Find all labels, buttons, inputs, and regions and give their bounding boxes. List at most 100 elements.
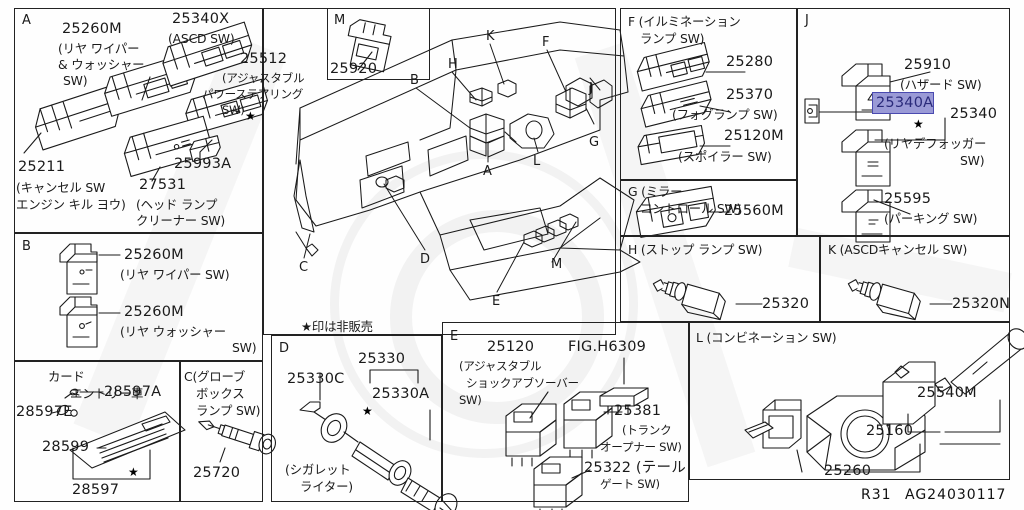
callout-F: F: [542, 35, 550, 50]
label-a-25512: 25512: [240, 51, 288, 67]
callout-B: B: [410, 73, 419, 88]
callout-K: K: [486, 29, 495, 44]
label-card-28597e: 28597E: [16, 404, 73, 420]
label-j-25910-j: (ハザード SW): [900, 77, 982, 92]
note-star-non-sale: ★印は非販売: [301, 319, 373, 334]
label-card-28597a: 28597A: [104, 384, 162, 400]
star-marker-j: ★: [913, 117, 924, 131]
label-a-25211-j2: エンジン キル ヨウ): [16, 197, 126, 212]
label-j-25595-j: (パーキング SW): [884, 211, 978, 226]
callout-M: M: [551, 257, 563, 272]
label-l-25540m: 25540M: [917, 385, 977, 401]
label-b-25260m-1j: (リヤ ワイパー SW): [120, 267, 230, 282]
callout-G: G: [589, 135, 600, 150]
label-k-j: K (ASCDキャンセル SW): [828, 242, 968, 257]
label-e-25120-j3: SW): [459, 393, 482, 407]
highlighted-part-number-box[interactable]: 25340A: [872, 92, 934, 114]
callout-C: C: [299, 260, 309, 275]
label-card-j1: カード: [48, 369, 85, 384]
label-a-25260m-j1: (リヤ ワイパー: [58, 41, 140, 56]
label-card-28599: 28599: [42, 439, 90, 455]
panel-frame-G: [620, 180, 797, 236]
label-a-25260m-j2: & ウォッシャー: [58, 57, 145, 72]
label-j-25340: 25340: [950, 106, 998, 122]
panel-frame-E: [442, 322, 689, 502]
label-a-25512-j1: (アジャスタブル: [222, 71, 305, 85]
label-b-25260m-1: 25260M: [124, 247, 184, 263]
label-h-25320: 25320: [762, 296, 810, 312]
label-e-25381-j2: オープナー SW): [600, 440, 682, 454]
label-c-j3: ランプ SW): [196, 403, 261, 418]
label-e-25381-j1: (トランク: [622, 423, 672, 437]
label-j-25910: 25910: [904, 57, 952, 73]
label-card-28597: 28597: [72, 482, 120, 498]
label-j-25595: 25595: [884, 191, 932, 207]
panel-frame-center: [263, 8, 616, 335]
label-b-25260m-2j2: SW): [232, 340, 257, 355]
callout-L: L: [533, 154, 541, 169]
label-c-j1: C(グローブ: [184, 369, 246, 384]
label-m-25920: 25920: [330, 61, 378, 77]
star-marker-card: ★: [128, 465, 139, 479]
panel-frame-K: [820, 236, 1010, 322]
label-l-25260: 25260: [824, 463, 872, 479]
panel-frame-card: [14, 361, 180, 502]
label-f-25370: 25370: [726, 87, 774, 103]
label-l-j: L (コンビネーション SW): [696, 330, 837, 345]
label-e-25381: 25381: [614, 403, 662, 419]
label-a-27531-j1: (ヘッド ランプ: [136, 197, 218, 212]
reference-code-left: R31: [861, 487, 892, 503]
label-b-25260m-2j: (リヤ ウォッシャー: [120, 324, 226, 339]
panel-letter-D: D: [279, 341, 290, 356]
label-e-25120-j2: ショックアブソーバー: [466, 376, 579, 390]
label-f-25120m: 25120M: [724, 128, 784, 144]
label-f-j2: ランプ SW): [640, 31, 705, 46]
panel-letter-M: M: [334, 13, 346, 28]
label-a-27531-j2: クリーナー SW): [136, 213, 226, 228]
label-d-j2: ライター): [300, 479, 353, 494]
label-a-25512-j3: SW): [222, 103, 245, 117]
label-f-25120m-j: (スポイラー SW): [678, 149, 772, 164]
panel-letter-A: A: [22, 13, 31, 28]
callout-E: E: [492, 294, 501, 309]
label-g-j2: コントロール SW): [640, 201, 742, 216]
label-d-j1: (シガレット: [285, 462, 351, 477]
callout-H: H: [448, 57, 458, 72]
panel-frame-F: [620, 8, 797, 180]
star-marker-a: ★: [245, 109, 256, 123]
label-f-25370-j: (フォグランプ SW): [672, 107, 778, 122]
label-a-25211-j1: (キャンセル SW: [16, 180, 106, 195]
callout-J: J: [589, 81, 593, 96]
label-g-j1: G (ミラー: [628, 184, 683, 199]
callout-A: A: [483, 164, 492, 179]
label-card-j2: エントリー車: [70, 386, 144, 401]
label-j-25340-j1: (リヤデフォッガー: [884, 136, 987, 151]
panel-letter-J: J: [805, 13, 809, 28]
label-a-25340x-j: (ASCD SW): [168, 31, 235, 46]
label-b-25260m-2: 25260M: [124, 304, 184, 320]
label-a-25260m-j3: SW): [63, 73, 88, 88]
label-d-25330c: 25330C: [287, 371, 345, 387]
panel-frame-J: [797, 8, 1010, 236]
label-g-25560m: 25560M: [724, 203, 784, 219]
label-e-25322: 25322 (テール: [584, 460, 686, 476]
panel-frame-C: [180, 361, 263, 502]
label-a-25260m: 25260M: [62, 21, 122, 37]
label-k-25320n: 25320N: [952, 296, 1011, 312]
label-l-25160: 25160: [866, 423, 914, 439]
panel-letter-E: E: [450, 329, 459, 344]
label-h-j: H (ストップ ランプ SW): [628, 242, 763, 257]
label-e-25120-j1: (アジャスタブル: [459, 359, 542, 373]
label-a-25512-j2: パワーステアリング: [202, 87, 304, 101]
panel-frame-D: [271, 335, 442, 502]
panel-frame-L-bottom-edge: [689, 478, 1010, 480]
panel-frame-B: [14, 233, 263, 361]
label-j-25340-j2: SW): [960, 153, 985, 168]
star-marker-d: ★: [362, 404, 373, 418]
panel-letter-B: B: [22, 239, 31, 254]
label-a-25993a: 25993A: [174, 156, 232, 172]
reference-code-right: AG24030117: [905, 487, 1007, 503]
label-e-fig: FIG.H6309: [568, 339, 647, 355]
panel-frame-A: [14, 8, 263, 233]
